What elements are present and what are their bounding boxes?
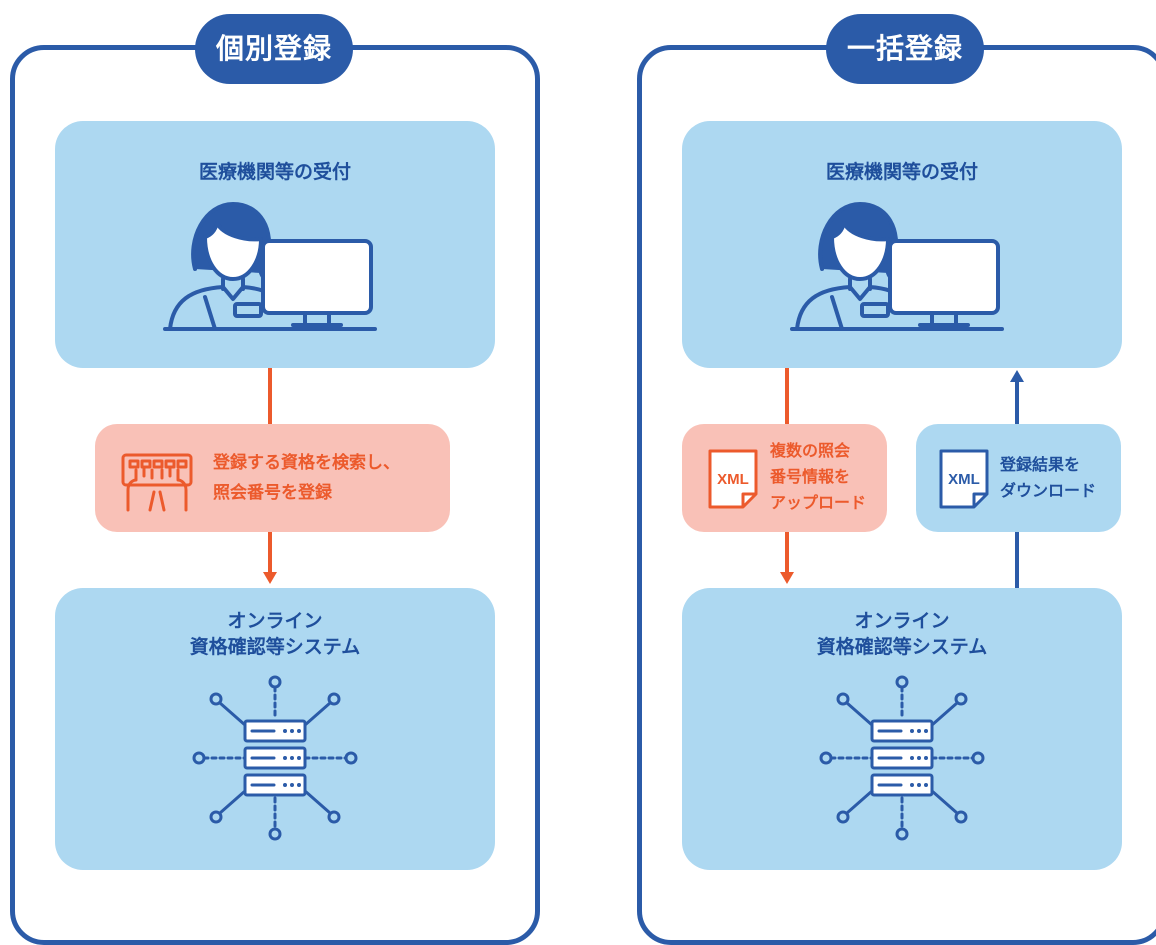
- reception-box: 医療機関等の受付: [55, 121, 495, 368]
- upload-line2: 番号情報を: [770, 467, 851, 486]
- reception-title-bulk: 医療機関等の受付: [825, 161, 978, 183]
- arrow-down-to-system: [263, 532, 277, 584]
- upload-step: XML 複数の照会 番号情報を アップロード: [682, 424, 887, 532]
- search-register-line1: 登録する資格を検索し、: [213, 453, 400, 473]
- online-system-box-bulk: オンライン 資格確認等システム: [682, 588, 1122, 870]
- xml-file-icon: XML: [939, 449, 989, 509]
- online-system-box: オンライン 資格確認等システム: [55, 588, 495, 870]
- server-network-icon: [819, 675, 985, 841]
- individual-registration-tab: 個別登録: [195, 14, 353, 84]
- keyboard-typing-icon: [121, 453, 193, 512]
- xml-label: XML: [948, 471, 980, 488]
- upload-arrow-down: [780, 532, 794, 584]
- server-network-icon: [192, 675, 358, 841]
- download-step: XML 登録結果を ダウンロード: [916, 424, 1121, 532]
- bulk-registration-tab: 一括登録: [826, 14, 984, 84]
- system-title-line2: 資格確認等システム: [189, 636, 361, 658]
- download-line1: 登録結果を: [1000, 455, 1081, 474]
- upload-line3: アップロード: [770, 493, 867, 512]
- upload-arrow-top-line: [785, 368, 789, 424]
- arrow-down-top-line: [268, 368, 272, 424]
- download-arrow-bottom-line: [1015, 532, 1019, 588]
- system-title-line1: オンライン: [227, 610, 323, 632]
- receptionist-at-computer-icon: [163, 202, 377, 331]
- search-register-line2: 照会番号を登録: [213, 483, 332, 503]
- upload-line1: 複数の照会: [770, 441, 851, 460]
- download-line2: ダウンロード: [1000, 481, 1097, 500]
- reception-title: 医療機関等の受付: [198, 161, 351, 183]
- system-title-line1-bulk: オンライン: [854, 610, 950, 632]
- download-arrow-up: [1010, 370, 1024, 424]
- xml-file-icon: XML: [708, 449, 758, 509]
- reception-box-bulk: 医療機関等の受付: [682, 121, 1122, 368]
- receptionist-at-computer-icon: [790, 202, 1004, 331]
- system-title-line2-bulk: 資格確認等システム: [816, 636, 988, 658]
- xml-label: XML: [717, 471, 749, 488]
- search-register-step: 登録する資格を検索し、 照会番号を登録: [95, 424, 450, 532]
